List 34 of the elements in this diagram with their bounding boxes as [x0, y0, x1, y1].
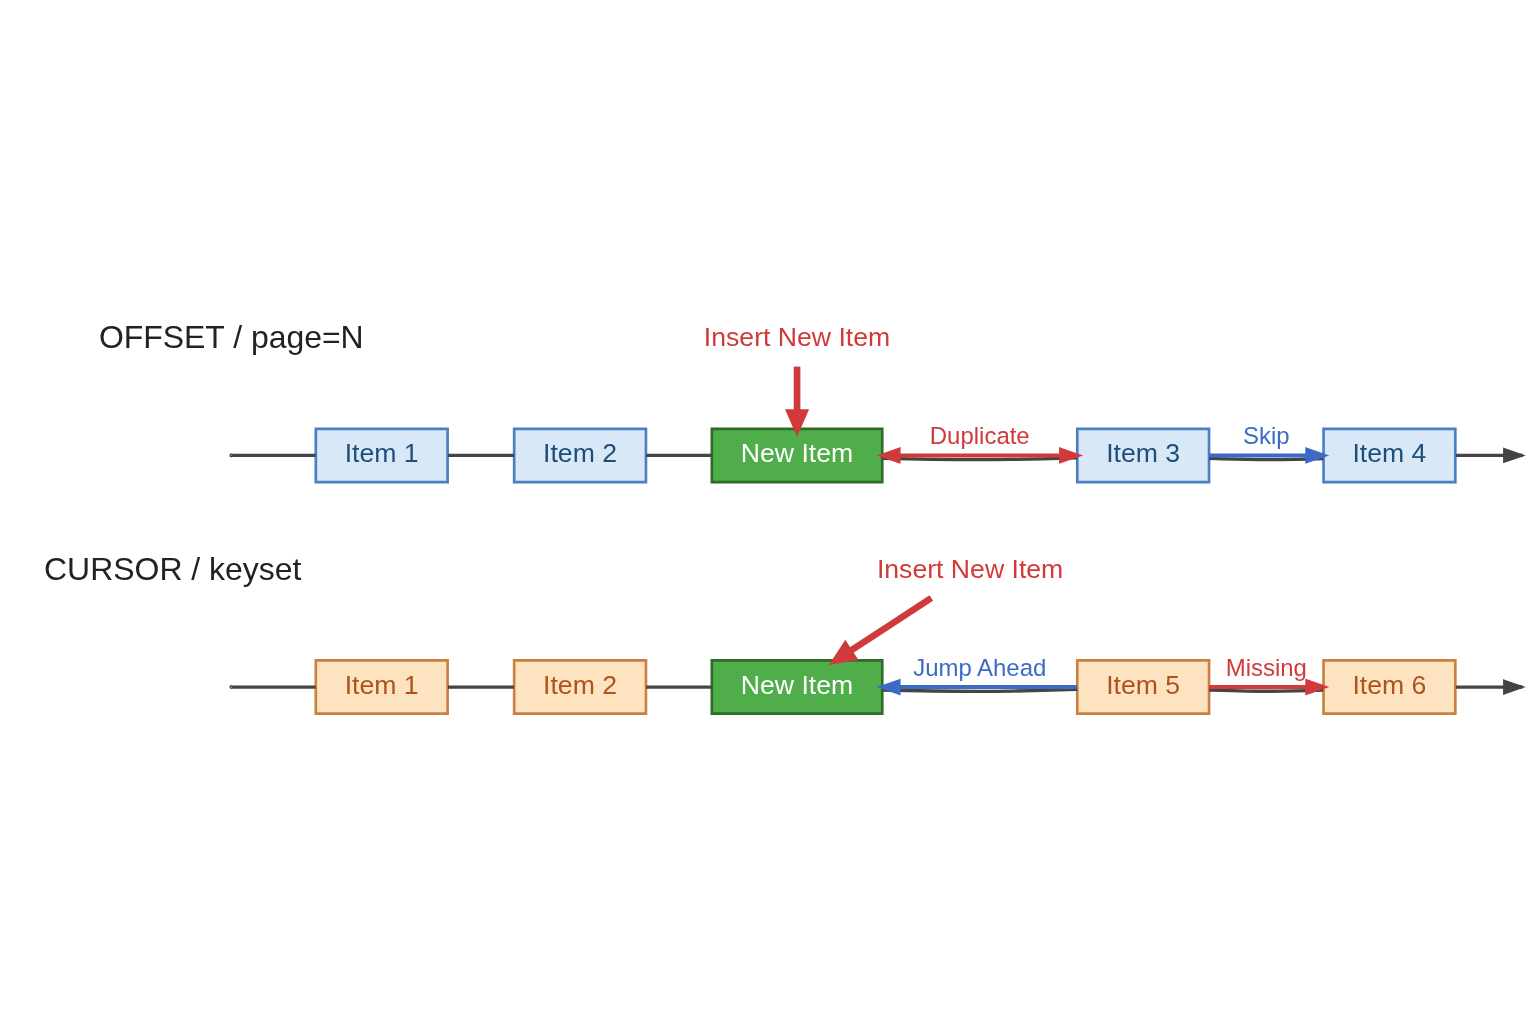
connector — [231, 685, 316, 689]
connector — [1209, 688, 1324, 693]
node-box: Item 6 — [1322, 659, 1457, 715]
connector — [447, 453, 514, 458]
connector — [882, 456, 1078, 462]
arrow — [1209, 678, 1330, 696]
connector — [646, 685, 712, 689]
edge-label: Missing — [1225, 653, 1307, 681]
node-text: Insert New Item — [876, 553, 1064, 584]
node-box: Item 2 — [512, 427, 648, 484]
arrow — [1209, 447, 1330, 464]
node-text: Insert New Item — [703, 322, 891, 353]
edge-label: Duplicate — [929, 421, 1030, 449]
node-box: Item 1 — [314, 427, 449, 484]
node-box: Item 5 — [1075, 659, 1211, 715]
arrow — [784, 366, 810, 437]
connector — [1209, 456, 1324, 462]
arrow — [876, 447, 1084, 464]
edge-label: Jump Ahead — [913, 653, 1047, 681]
arrow — [828, 595, 934, 665]
connector — [646, 453, 712, 458]
arrow — [876, 678, 1077, 696]
connector — [447, 685, 514, 689]
node-box: Item 3 — [1075, 427, 1211, 484]
connector — [882, 687, 1078, 693]
node-box: Item 4 — [1322, 427, 1457, 484]
edge-label: Skip — [1242, 421, 1290, 449]
node-box: New Item — [710, 427, 884, 484]
label: OFFSET / page=N — [98, 318, 364, 355]
label: CURSOR / keyset — [44, 550, 302, 587]
connector — [231, 453, 316, 458]
node-box: Item 2 — [512, 659, 648, 715]
node-box: Item 1 — [314, 659, 449, 715]
node-box: New Item — [710, 659, 884, 715]
